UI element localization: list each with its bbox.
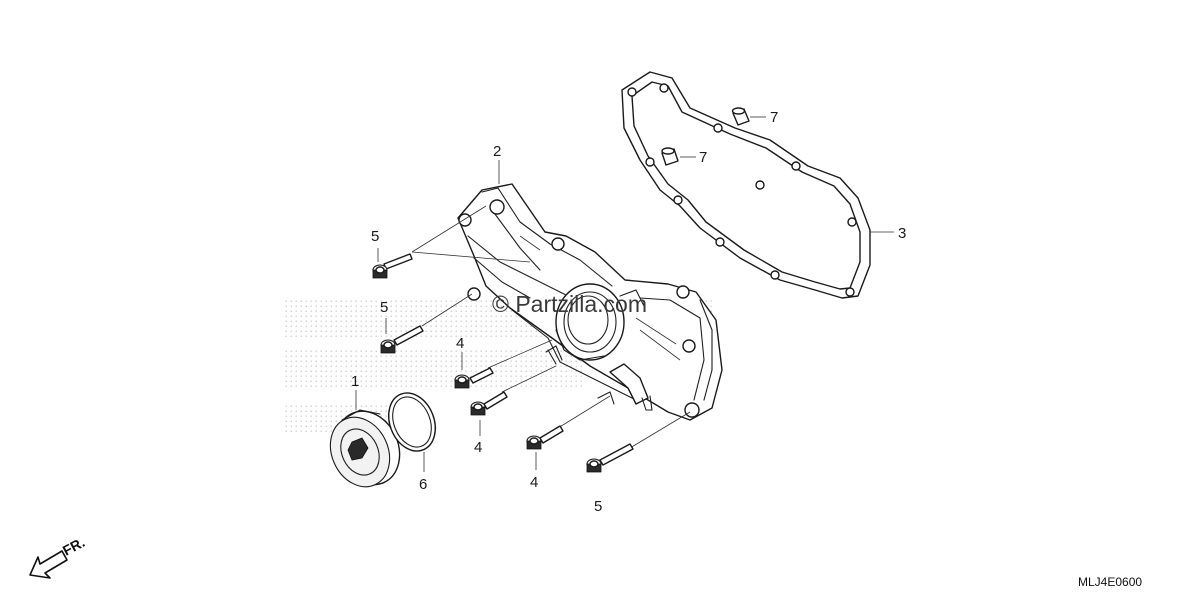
callout-4: 4 <box>456 335 464 352</box>
callout-6: 6 <box>419 476 427 493</box>
flange-bolt[interactable] <box>454 367 494 389</box>
callout-5: 5 <box>594 498 602 515</box>
callout-1: 1 <box>351 373 359 390</box>
bolt-leader-lines <box>411 205 691 449</box>
callout-4: 4 <box>474 439 482 456</box>
callout-5: 5 <box>380 299 388 316</box>
diagram-code: MLJ4E0600 <box>1078 575 1142 589</box>
callout-leaders <box>355 116 894 472</box>
flange-bolt[interactable] <box>586 443 634 473</box>
callout-5: 5 <box>371 228 379 245</box>
flange-bolt[interactable] <box>526 425 564 450</box>
dowel-pin-lower[interactable] <box>661 147 679 166</box>
flange-bolt[interactable] <box>470 391 508 416</box>
dowel-pin-upper[interactable] <box>731 107 750 126</box>
cover-cap[interactable] <box>319 401 411 497</box>
flange-bolt[interactable] <box>372 253 413 279</box>
front-direction-arrow-icon <box>29 550 68 579</box>
cover[interactable] <box>457 183 723 421</box>
callout-7: 7 <box>770 109 778 126</box>
callout-2: 2 <box>493 143 501 160</box>
callout-4: 4 <box>530 474 538 491</box>
callout-7: 7 <box>699 149 707 166</box>
o-ring[interactable] <box>380 386 443 458</box>
watermark-text: © Partzilla.com <box>492 291 647 317</box>
callout-3: 3 <box>898 225 906 242</box>
flange-bolt[interactable] <box>380 325 424 354</box>
gasket[interactable] <box>621 71 871 299</box>
